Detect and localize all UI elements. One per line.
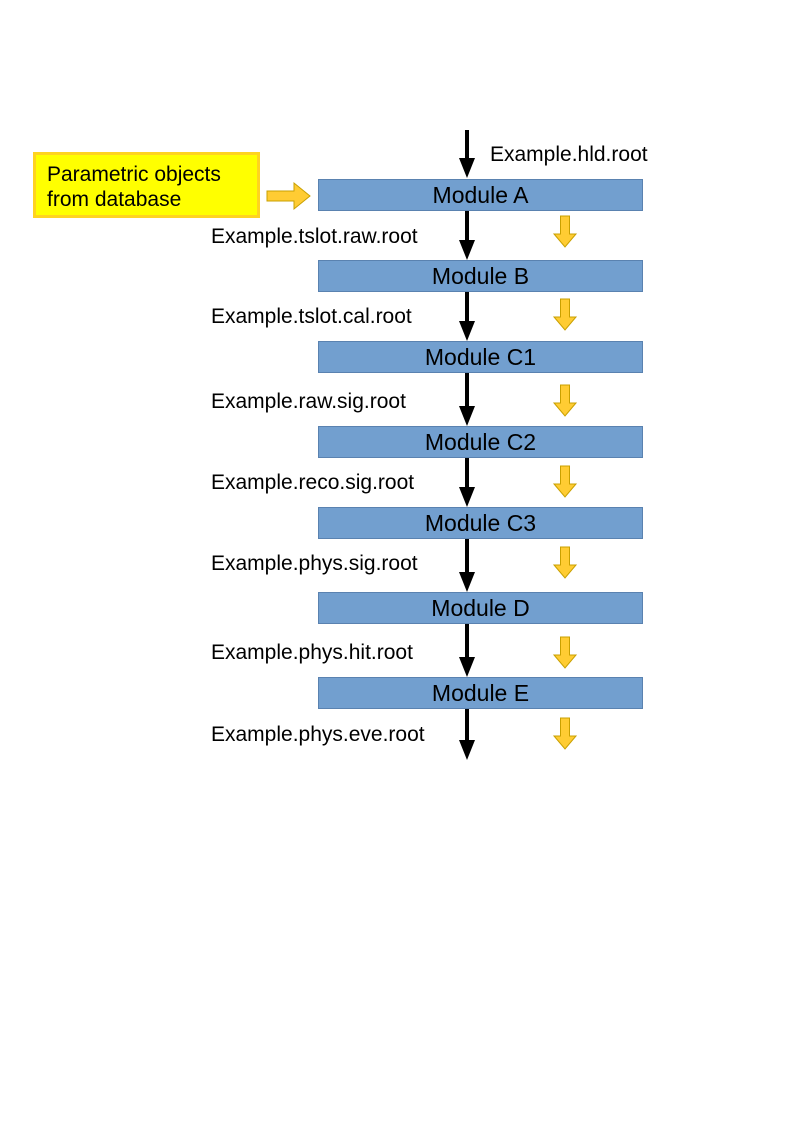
block-arrow-down-icon-0 bbox=[552, 215, 578, 248]
parametric-objects-box: Parametric objects from database bbox=[33, 152, 260, 218]
module-c1-output-label: Example.raw.sig.root bbox=[211, 390, 406, 413]
module-c2-output-label: Example.reco.sig.root bbox=[211, 471, 415, 494]
module-c3-box: Module C3 bbox=[318, 507, 643, 539]
block-arrow-down-icon-1 bbox=[552, 298, 578, 331]
module-d-box: Module D bbox=[318, 592, 643, 624]
module-e-box: Module E bbox=[318, 677, 643, 709]
module-c3-label: Module C3 bbox=[424, 510, 537, 536]
block-arrow-right-icon bbox=[266, 181, 311, 211]
block-arrow-down-icon-3 bbox=[552, 465, 578, 498]
module-c1-box: Module C1 bbox=[318, 341, 643, 373]
module-e-output-label: Example.phys.eve.root bbox=[211, 723, 425, 746]
arrow-down-icon-2 bbox=[459, 321, 475, 341]
module-a-label: Module A bbox=[432, 182, 529, 208]
module-c1-label: Module C1 bbox=[424, 344, 537, 370]
block-arrow-down-icon-4 bbox=[552, 546, 578, 579]
module-d-label: Module D bbox=[431, 595, 530, 621]
arrow-down-icon-0 bbox=[459, 158, 475, 178]
arrow-down-icon-3 bbox=[459, 406, 475, 426]
block-arrow-down-icon-5 bbox=[552, 636, 578, 669]
module-e-label: Module E bbox=[431, 680, 530, 706]
block-arrow-down-icon-6 bbox=[552, 717, 578, 750]
module-b-box: Module B bbox=[318, 260, 643, 292]
module-c2-label: Module C2 bbox=[424, 429, 537, 455]
module-b-output-label: Example.tslot.cal.root bbox=[211, 305, 412, 328]
module-b-label: Module B bbox=[431, 263, 530, 289]
arrow-down-icon-5 bbox=[459, 572, 475, 592]
arrow-down-icon-1 bbox=[459, 240, 475, 260]
arrow-down-icon-4 bbox=[459, 487, 475, 507]
module-d-output-label: Example.phys.hit.root bbox=[211, 641, 413, 664]
param-box-line-1: Parametric objects bbox=[47, 163, 221, 186]
arrow-down-icon-6 bbox=[459, 657, 475, 677]
param-box-line-2: from database bbox=[47, 188, 182, 211]
module-a-output-label: Example.tslot.raw.root bbox=[211, 225, 418, 248]
module-a-box: Module A bbox=[318, 179, 643, 211]
input-file-label: Example.hld.root bbox=[490, 143, 648, 166]
arrow-down-icon-7 bbox=[459, 740, 475, 760]
module-c3-output-label: Example.phys.sig.root bbox=[211, 552, 418, 575]
module-c2-box: Module C2 bbox=[318, 426, 643, 458]
block-arrow-down-icon-2 bbox=[552, 384, 578, 417]
